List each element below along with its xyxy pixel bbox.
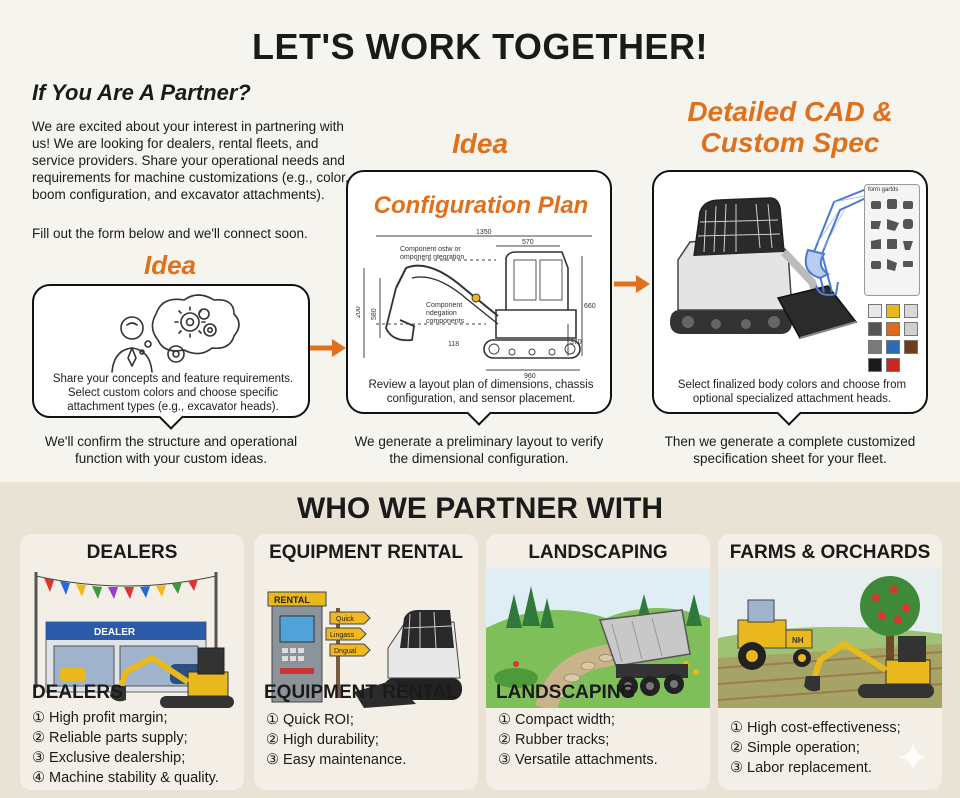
dim-bottom: 960 <box>524 373 536 378</box>
card-landscaping-list: ① Compact width; ② Rubber tracks; ③ Vers… <box>498 710 658 770</box>
card-rental-list: ① Quick ROI; ② High durability; ③ Easy m… <box>266 710 406 770</box>
list-item: ① High profit margin; <box>32 710 168 726</box>
dim-top: 1350 <box>476 229 492 236</box>
step-3-bubble-text: Select finalized body colors and choose … <box>677 379 907 405</box>
sparkle-icon <box>899 743 927 771</box>
layout-drawing: 1350 570 200 580 660 370 118 960 Compone… <box>356 229 596 378</box>
dim-left: 200 <box>356 306 362 318</box>
dim-right2: 370 <box>570 339 582 346</box>
step-1-caption: We'll confirm the structure and operatio… <box>44 434 298 466</box>
arrow-right-icon <box>310 339 346 357</box>
card-rental-sub: EQUIPMENT RENTAL <box>264 682 458 703</box>
tractor-mark: NH <box>792 636 804 645</box>
color-swatch[interactable] <box>886 322 900 336</box>
list-item: ② Simple operation; <box>730 740 860 756</box>
step-3-bubble: form gartds Select finalized body colors… <box>652 170 928 426</box>
step-1-label: Idea <box>143 250 197 280</box>
card-dealers-heading: DEALERS <box>86 542 178 563</box>
partner-cta: Fill out the form below and we'll connec… <box>32 226 308 241</box>
color-swatch[interactable] <box>868 358 882 372</box>
card-landscaping-heading: LANDSCAPING <box>528 542 668 563</box>
dim-small: 118 <box>448 341 459 348</box>
step-3-caption: Then we generate a complete customized s… <box>664 434 916 466</box>
rental-sign-text: RENTAL <box>274 595 310 605</box>
color-swatch[interactable] <box>868 340 882 354</box>
color-swatches <box>868 304 924 372</box>
signpost-2: Lingass <box>330 632 355 639</box>
dim-right: 660 <box>584 303 596 310</box>
list-item: ③ Labor replacement. <box>730 760 872 776</box>
signpost-1: Quick <box>336 616 354 623</box>
partners-title: WHO WE PARTNER WITH <box>296 492 664 525</box>
attachment-heads-icon[interactable] <box>865 195 921 295</box>
signpost-3: Dngual <box>334 648 357 655</box>
farm-illustration: NH <box>718 568 942 708</box>
dealership-illustration: DEALER <box>34 572 234 708</box>
list-item: ③ Exclusive dealership; <box>32 750 186 766</box>
card-landscaping-sub: LANDSCAPING <box>496 682 636 703</box>
step-2-caption: We generate a preliminary layout to veri… <box>354 434 604 466</box>
color-swatch[interactable] <box>904 340 918 354</box>
list-item: ④ Machine stability & quality. <box>32 770 219 786</box>
config-plan-title: Configuration Plan <box>373 192 589 219</box>
attachment-panel-label: form gartds <box>868 187 899 193</box>
rental-illustration: RENTAL Quick Lingass Dngual <box>267 591 462 708</box>
list-item: ① High cost-effectiveness; <box>730 720 901 736</box>
card-dealers: DEALERS DEALER DEALERS ① High profit mar… <box>20 534 244 790</box>
list-item: ③ Versatile attachments. <box>498 752 658 768</box>
landscaping-illustration <box>486 568 710 708</box>
step-2-bubble: Configuration Plan <box>346 170 612 426</box>
skid-steer-cad <box>670 197 858 339</box>
drawing-note-1: Component ostw or omponent ntegration <box>400 246 465 261</box>
dealer-sign-text: DEALER <box>94 627 136 638</box>
dim-left2: 580 <box>371 308 378 320</box>
list-item: ③ Easy maintenance. <box>266 752 407 768</box>
partner-body: We are excited about your interest in pa… <box>32 119 349 202</box>
list-item: ① Compact width; <box>498 712 615 728</box>
card-equipment-rental: EQUIPMENT RENTAL RENTAL Quick Lingass Dn… <box>254 534 478 790</box>
step-2-bubble-text: Review a layout plan of dimensions, chas… <box>368 379 594 405</box>
arrow-right-icon <box>614 275 650 293</box>
color-swatch[interactable] <box>886 304 900 318</box>
step-1-bubble: Share your concepts and feature requirem… <box>32 284 310 430</box>
step-1-bubble-text: Share your concepts and feature requirem… <box>52 373 294 413</box>
list-item: ② High durability; <box>266 732 379 748</box>
page-title: LET'S WORK TOGETHER! <box>252 26 708 67</box>
color-swatch[interactable] <box>904 304 918 318</box>
card-farms-orchards: FARMS & ORCHARDS NH ① High cost-effectiv… <box>718 534 942 790</box>
idea-person-icon <box>111 294 240 373</box>
color-swatch[interactable] <box>886 358 900 372</box>
step-3-label: Detailed CAD & Custom Spec <box>687 96 893 158</box>
card-landscaping: LANDSCAPING LANDSCAPING ① Compact width;… <box>486 534 710 790</box>
card-dealers-list: ① High profit margin; ② Reliable parts s… <box>32 708 219 788</box>
color-swatch[interactable] <box>904 322 918 336</box>
list-item: ② Rubber tracks; <box>498 732 610 748</box>
list-item: ① Quick ROI; <box>266 712 354 728</box>
color-swatch[interactable] <box>868 322 882 336</box>
dim-top2: 570 <box>522 239 534 246</box>
card-farms-list: ① High cost-effectiveness; ② Simple oper… <box>730 718 901 778</box>
card-rental-heading: EQUIPMENT RENTAL <box>269 542 463 563</box>
card-dealers-sub: DEALERS <box>32 682 123 703</box>
list-item: ② Reliable parts supply; <box>32 730 188 746</box>
color-swatch[interactable] <box>868 304 882 318</box>
drawing-note-2: Component ndegation components <box>426 302 465 325</box>
partner-heading: If You Are A Partner? <box>32 80 251 105</box>
step-2-label: Idea <box>451 128 509 159</box>
card-farms-heading: FARMS & ORCHARDS <box>729 542 931 563</box>
attachment-panel: form gartds <box>864 184 920 296</box>
color-swatch[interactable] <box>886 340 900 354</box>
